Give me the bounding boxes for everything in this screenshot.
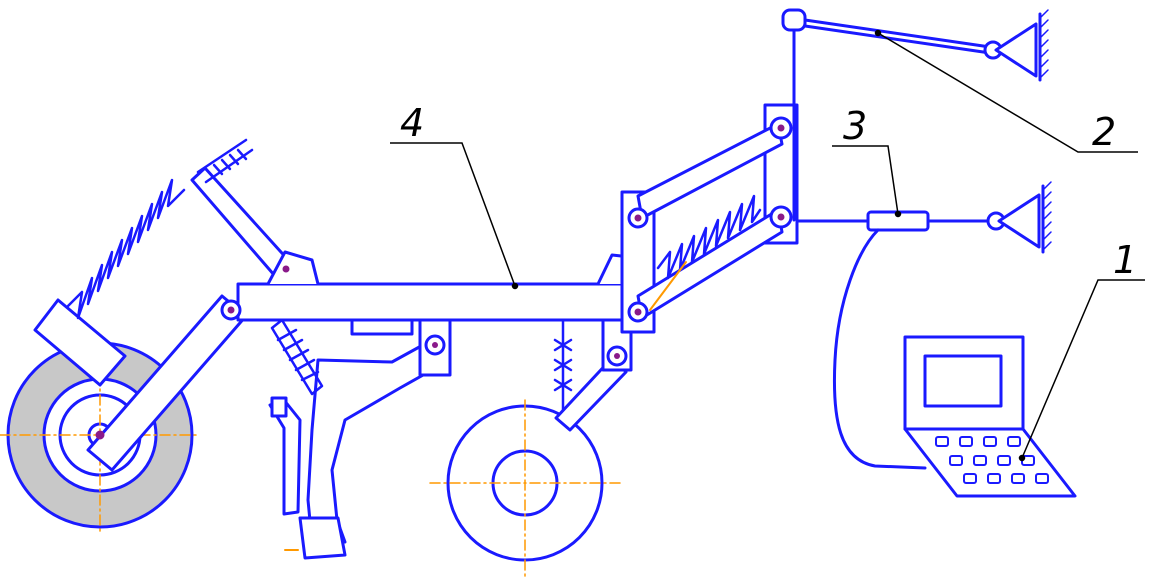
brace-link <box>803 18 992 55</box>
lower-ground-hatch <box>1042 181 1052 251</box>
press-wheel-spring <box>553 318 573 412</box>
top-pivot <box>781 8 807 32</box>
upper-link <box>636 122 784 220</box>
upper-ground-mount <box>994 22 1038 78</box>
spring-lower-plate <box>33 298 127 387</box>
upper-ground-hatch <box>1039 9 1049 79</box>
wheel-spring <box>66 178 186 320</box>
leader-frame <box>390 142 516 287</box>
callout-frame: 4 <box>400 101 424 145</box>
tine-damper <box>270 318 324 396</box>
frame-beam <box>236 282 625 322</box>
laptop-screen <box>923 354 1003 408</box>
callout-labels: 4 3 2 1 <box>400 101 1137 282</box>
press-wheel-arm <box>554 356 628 432</box>
sensor-cable <box>832 228 927 470</box>
linkage-spring <box>656 194 762 280</box>
tine-foot <box>298 516 347 560</box>
leader-sensor <box>832 145 899 215</box>
hitch-assembly <box>781 8 1052 254</box>
spring-guide-arm <box>190 166 292 278</box>
laptop-computer <box>903 335 1077 498</box>
callout-sensor: 3 <box>843 104 867 148</box>
leader-brace <box>877 32 1138 153</box>
tine-assembly <box>268 318 452 560</box>
tine-shank <box>306 338 434 544</box>
adjusting-screw <box>196 138 254 184</box>
callout-brace: 2 <box>1092 110 1116 154</box>
press-wheel-centerline <box>429 399 621 579</box>
leader-lines <box>390 29 1145 462</box>
leader-laptop <box>1021 279 1145 459</box>
press-wheel <box>429 318 633 579</box>
lower-ground-mount <box>997 193 1041 249</box>
callout-laptop: 1 <box>1113 238 1137 282</box>
